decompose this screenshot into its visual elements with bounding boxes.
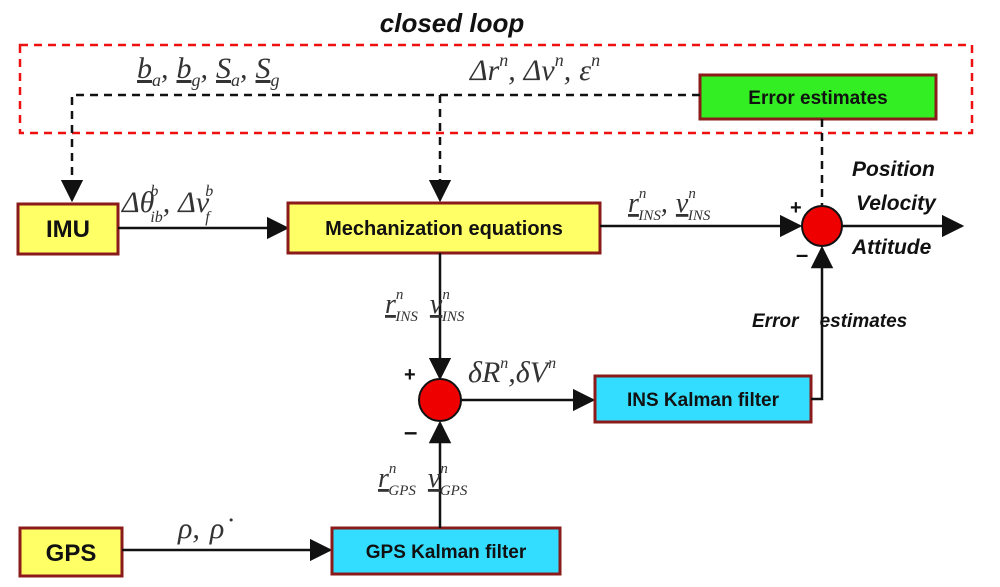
output-velocity-label: Velocity [856,192,937,215]
closed-loop-region [18,43,974,135]
mechanization-label: Mechanization equations [325,218,563,240]
error-estimates-box-label: Error estimates [748,88,887,109]
svg-text:ba,bg,Sa,Sg: ba,bg,Sa,Sg [137,52,280,90]
imu-box [16,202,120,256]
feedback-bias-scale-labels: ba,bg,Sa,Sg [137,52,280,90]
svg-text:ρ,ρ̇: ρ,ρ̇ [177,512,233,545]
error-estimates-label: Error estimates [752,311,907,332]
error-sum-minus: – [404,419,417,446]
closed-loop-title: closed loop [380,8,525,38]
delta-labels: δRn,δVn [468,355,556,389]
svg-text:Δrn,Δvn,εn: Δrn,Δvn,εn [469,50,600,87]
error-sum-node [418,378,462,422]
ins-kalman-filter-label: INS Kalman filter [627,390,780,411]
output-sum-node [801,205,843,247]
svg-text:δRn,δVn: δRn,δVn [468,355,556,389]
mechanization-box [286,201,602,255]
error-estimates-box [698,73,938,121]
feedback-error-labels: Δrn,Δvn,εn [469,50,600,87]
gps-output-labels: ρ,ρ̇ [177,512,233,545]
output-sum-plus: + [790,197,802,219]
gps-kalman-filter-label: GPS Kalman filter [366,542,527,563]
error-sum-plus: + [404,364,416,386]
output-attitude-label: Attitude [851,236,932,259]
feedback-imu-arrow [60,93,700,203]
gps-kalman-filter-box [330,526,562,576]
gps-box [18,526,124,578]
imu-label: IMU [46,216,90,243]
gps-label: GPS [46,540,97,567]
ins-kf-to-output-sum-arrow [810,245,834,401]
output-position-label: Position [852,158,935,181]
output-sum-minus: – [796,242,808,267]
